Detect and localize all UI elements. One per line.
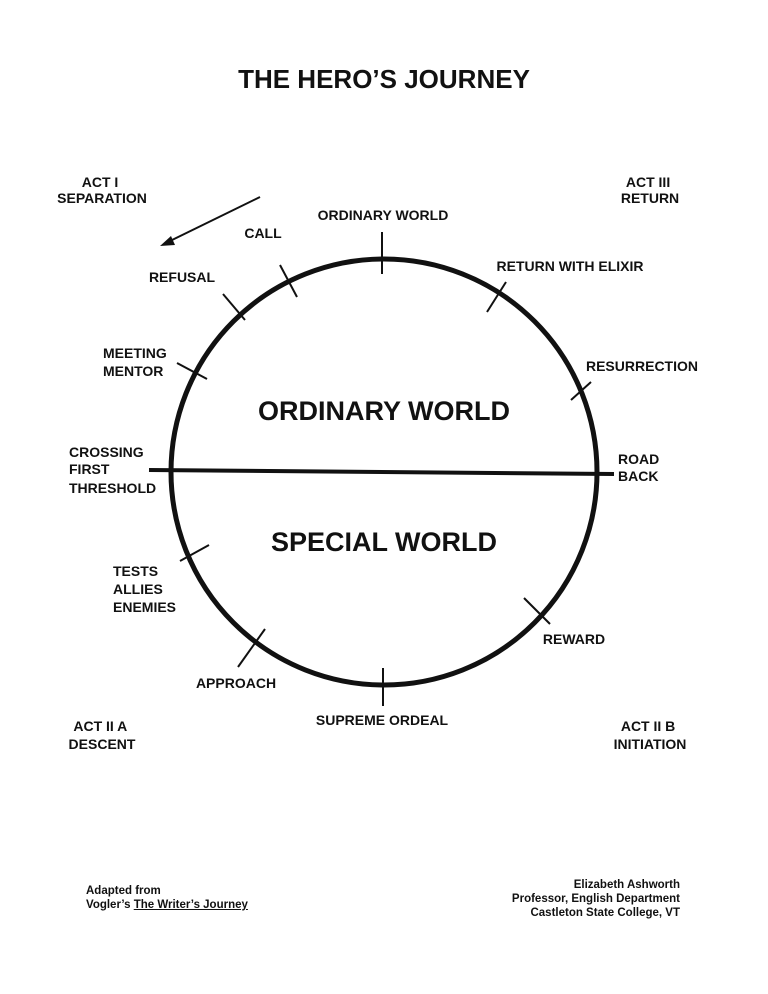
stage-road-back: ROAD BACK — [618, 451, 663, 484]
tick-return-with-elixir — [486, 281, 507, 313]
adaptation-credit: Adapted from Vogler’s The Writer’s Journ… — [86, 884, 346, 912]
stage-ticks — [176, 232, 592, 706]
stage-return-with-elixir: RETURN WITH ELIXIR — [497, 258, 644, 274]
tick-refusal — [222, 293, 246, 321]
act2b-label: ACT II B INITIATION — [614, 718, 687, 752]
book-title: The Writer’s Journey — [133, 899, 248, 911]
stage-crossing-first-threshold: CROSSING FIRST THRESHOLD — [69, 444, 156, 496]
author-credit: Elizabeth Ashworth Professor, English De… — [380, 878, 680, 920]
adaptation-credit-line1: Adapted from — [86, 885, 161, 897]
act2a-label: ACT II A DESCENT — [69, 718, 136, 752]
ordinary-world-heading: ORDINARY WORLD — [258, 396, 510, 426]
act3-label: ACT III RETURN — [621, 174, 679, 206]
special-world-heading: SPECIAL WORLD — [271, 527, 497, 557]
tick-approach — [237, 628, 266, 668]
stage-supreme-ordeal: SUPREME ORDEAL — [316, 712, 449, 728]
author-name: Elizabeth Ashworth — [573, 879, 680, 891]
stage-tests-allies-enemies: TESTS ALLIES ENEMIES — [113, 563, 176, 615]
tick-meeting-mentor — [176, 362, 208, 380]
arrow-head-icon — [160, 236, 175, 246]
diagram-title: THE HERO’S JOURNEY — [238, 64, 530, 94]
stage-refusal: REFUSAL — [149, 269, 216, 285]
stage-ordinary-world: ORDINARY WORLD — [318, 207, 449, 223]
stage-call: CALL — [244, 225, 282, 241]
threshold-divider — [148, 468, 615, 476]
author-institution: Castleton State College, VT — [530, 907, 680, 919]
tick-resurrection — [570, 381, 592, 401]
stage-resurrection: RESURRECTION — [586, 358, 698, 374]
arrow-line — [169, 196, 261, 242]
author-title: Professor, English Department — [511, 893, 680, 905]
tick-call — [279, 264, 298, 298]
stage-reward: REWARD — [543, 631, 605, 647]
adaptation-credit-line2: Vogler’s The Writer’s Journey — [86, 899, 248, 911]
stage-meeting-mentor: MEETING MENTOR — [103, 345, 171, 379]
act1-label: ACT I SEPARATION — [57, 174, 147, 206]
stage-approach: APPROACH — [196, 675, 276, 691]
tick-reward — [523, 597, 551, 625]
tick-tests — [179, 544, 210, 562]
